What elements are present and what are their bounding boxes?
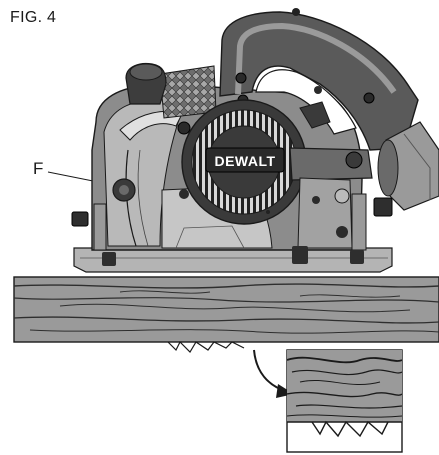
handle-screw-top [292, 8, 300, 16]
right-screw-1 [334, 188, 350, 204]
base-knob-mid [292, 246, 308, 264]
main-handle [219, 11, 419, 151]
left-screw-2 [179, 189, 189, 199]
base-knob-right [350, 250, 364, 264]
right-bevel-knob [373, 197, 393, 217]
right-screw-3 [312, 196, 320, 204]
brand-plate [205, 147, 285, 173]
right-bevel-bracket [351, 193, 367, 251]
base-plate [73, 247, 393, 273]
motor-housing: DEWALT [181, 99, 307, 225]
depth-adjust-arc-inner [137, 149, 149, 247]
depth-lock-knob-f [112, 178, 136, 202]
inset-detail [286, 349, 403, 453]
left-bevel-knob [71, 211, 89, 227]
arm-screw [345, 151, 363, 169]
blade-teeth [167, 340, 245, 353]
left-screw-1 [177, 121, 191, 135]
wood-board [13, 276, 439, 343]
inset-blade-teeth [311, 420, 389, 438]
base-knob-left [102, 252, 116, 266]
guard-dot [266, 210, 270, 214]
handle-opening [255, 69, 357, 135]
depth-adjust-slot [119, 110, 183, 141]
dust-port [377, 121, 439, 211]
trigger [299, 101, 331, 129]
callout-label-f: F [33, 159, 44, 178]
handle-screw-3 [314, 86, 322, 94]
handle-grip-inner [235, 22, 397, 95]
front-knob [125, 62, 167, 105]
figure-label: FIG. 4 [10, 9, 57, 26]
brand-logo-text: DEWALT [214, 153, 275, 169]
left-bevel-bracket [93, 203, 107, 251]
curved-arrow-icon [253, 349, 289, 393]
handle-screw-1 [235, 72, 247, 84]
handle-screw-4 [363, 92, 375, 104]
right-screw-2 [336, 226, 348, 238]
knurled-grip [159, 65, 217, 119]
lower-guard-detail [175, 225, 245, 249]
